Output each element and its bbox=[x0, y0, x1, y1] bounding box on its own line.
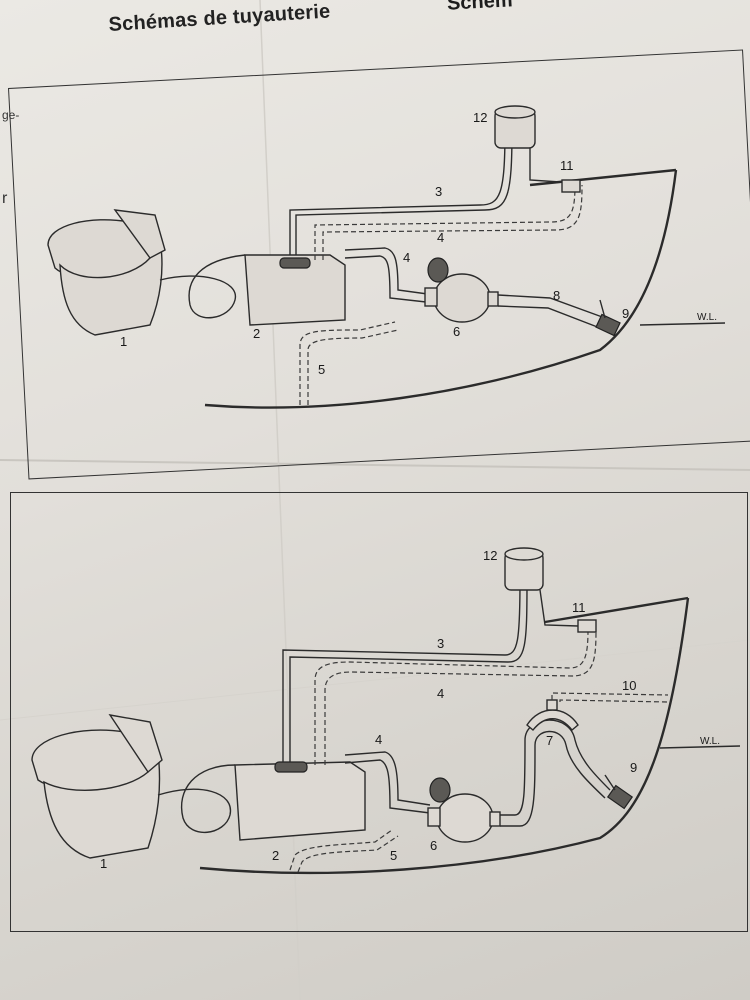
waterline-marker bbox=[659, 745, 741, 749]
label-9: 9 bbox=[622, 306, 629, 321]
label-1: 1 bbox=[100, 856, 107, 871]
label-4b: 4 bbox=[375, 732, 382, 747]
deck-line bbox=[529, 168, 677, 187]
label-5: 5 bbox=[390, 848, 397, 863]
flush-hose bbox=[159, 254, 246, 319]
label-4: 4 bbox=[437, 686, 444, 701]
pipe-4-dashed bbox=[314, 629, 589, 765]
label-4b: 4 bbox=[403, 250, 410, 265]
label-7: 7 bbox=[546, 733, 553, 748]
hull-outline bbox=[199, 597, 690, 875]
vented-loop-icon bbox=[526, 699, 611, 799]
waterline-label: W.L. bbox=[700, 736, 720, 747]
pipe-8 bbox=[497, 294, 606, 319]
label-10: 10 bbox=[622, 678, 636, 693]
label-12: 12 bbox=[483, 548, 497, 563]
toilet-icon bbox=[31, 714, 163, 859]
waterline-marker bbox=[639, 322, 726, 326]
pipe-10-dashed bbox=[551, 692, 669, 700]
label-6: 6 bbox=[453, 324, 460, 339]
deck-line bbox=[544, 596, 689, 624]
label-2: 2 bbox=[253, 326, 260, 341]
label-11: 11 bbox=[572, 600, 586, 615]
vent-filter-icon bbox=[504, 547, 579, 627]
label-9: 9 bbox=[630, 760, 637, 775]
pipe-3 bbox=[282, 579, 521, 762]
margin-text-fragment-2: r bbox=[2, 190, 8, 207]
vent-fitting-icon bbox=[561, 179, 581, 193]
label-1: 1 bbox=[120, 334, 127, 349]
hull-outline bbox=[204, 169, 678, 409]
label-12: 12 bbox=[473, 110, 487, 125]
flush-hose bbox=[157, 764, 236, 834]
pipe-5-dashed bbox=[299, 321, 396, 405]
label-11: 11 bbox=[560, 158, 574, 173]
seacock-valve-icon bbox=[595, 299, 621, 337]
pump-icon bbox=[424, 257, 499, 323]
waterline-label: W.L. bbox=[697, 312, 717, 323]
label-3: 3 bbox=[435, 184, 442, 199]
plumbing-diagram-bottom bbox=[10, 492, 748, 932]
label-3: 3 bbox=[437, 636, 444, 651]
pump-icon bbox=[427, 777, 501, 843]
pipe-4-dashed bbox=[314, 184, 576, 260]
holding-tank-icon bbox=[234, 761, 366, 841]
pipe-3 bbox=[289, 129, 506, 255]
holding-tank-icon bbox=[244, 254, 346, 326]
label-6: 6 bbox=[430, 838, 437, 853]
margin-text-fragment: ge- bbox=[2, 108, 20, 122]
label-4: 4 bbox=[437, 230, 444, 245]
pipe-4 bbox=[344, 751, 431, 806]
pipe-5-dashed bbox=[289, 829, 393, 871]
seacock-valve-icon bbox=[604, 774, 634, 810]
label-2: 2 bbox=[272, 848, 279, 863]
pipe-to-vented-loop bbox=[500, 719, 576, 816]
pipe-4 bbox=[344, 247, 436, 296]
label-5: 5 bbox=[318, 362, 325, 377]
vent-filter-icon bbox=[494, 105, 561, 183]
label-8: 8 bbox=[553, 288, 560, 303]
vent-fitting-icon bbox=[577, 619, 597, 633]
